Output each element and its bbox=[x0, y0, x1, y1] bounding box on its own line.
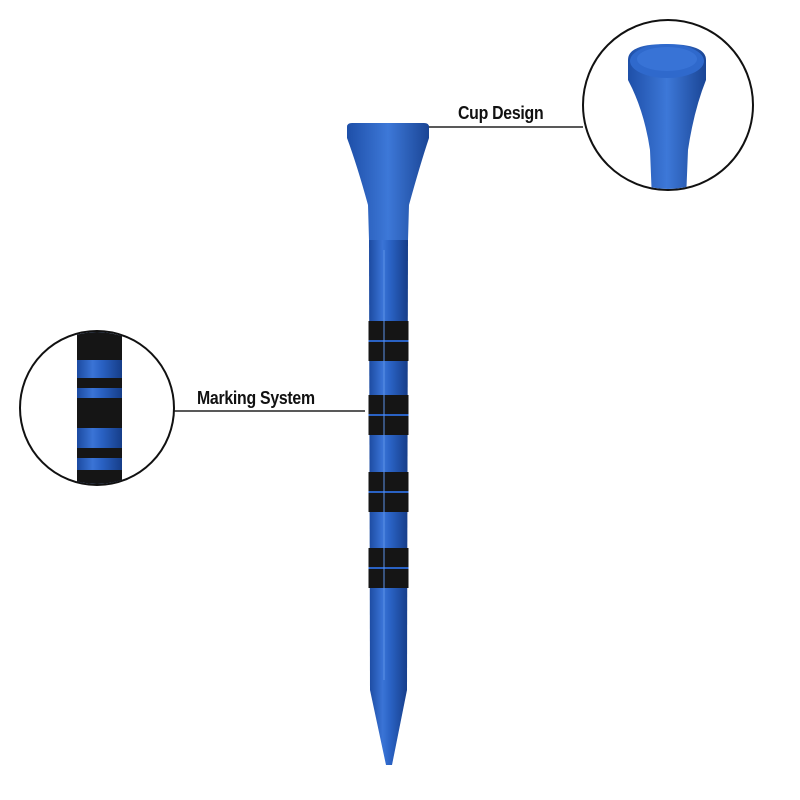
marking-zoom-circle bbox=[19, 330, 175, 486]
zoom-stripe bbox=[77, 398, 122, 428]
cup-zoom-circle bbox=[582, 19, 754, 191]
zoom-stripe bbox=[77, 378, 122, 388]
golf-tee bbox=[347, 123, 429, 765]
tee-cup bbox=[347, 123, 429, 240]
zoom-stripe bbox=[77, 470, 122, 484]
zoom-stripe bbox=[77, 332, 122, 360]
cup-design-label: Cup Design bbox=[458, 103, 544, 123]
zoom-stripe bbox=[77, 448, 122, 458]
zoom-cup-shape bbox=[628, 44, 706, 189]
zoom-cup-highlight bbox=[637, 47, 697, 71]
marking-system-label: Marking System bbox=[197, 388, 315, 408]
